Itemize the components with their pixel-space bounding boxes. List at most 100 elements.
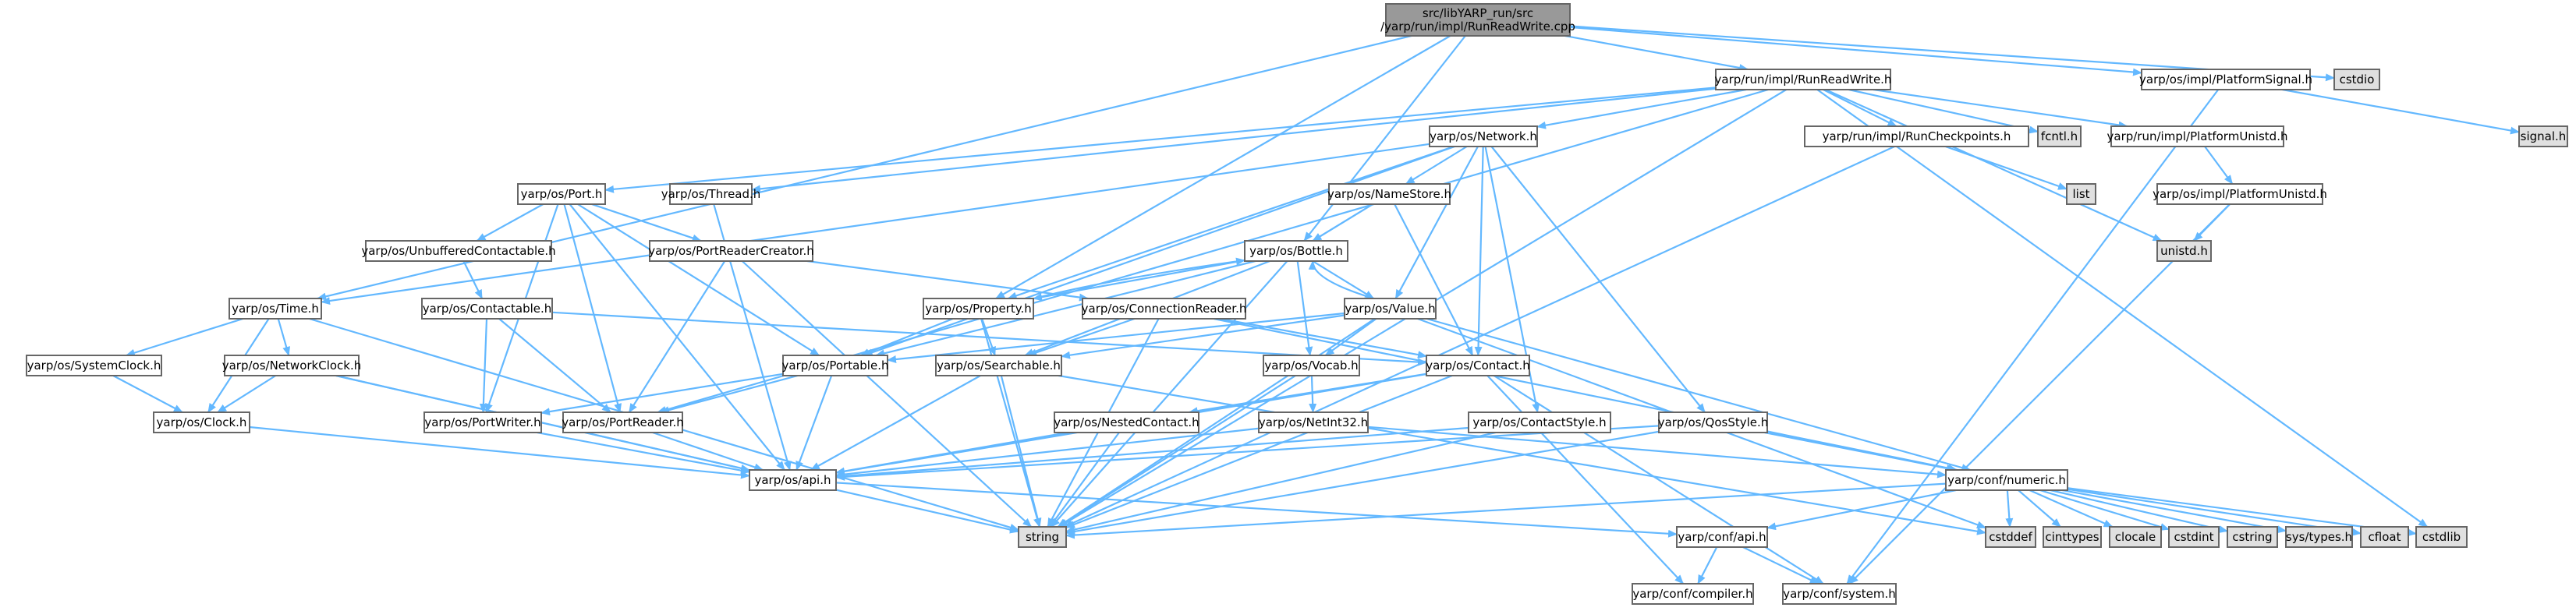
node-runcheckpoints_h[interactable]: yarp/run/impl/RunCheckpoints.h — [1804, 125, 2029, 147]
node-clocale: clocale — [2109, 526, 2162, 548]
edge-numeric_h-to-systypes_h — [2062, 489, 2287, 534]
node-nestedcontact_h[interactable]: yarp/os/NestedContact.h — [1054, 411, 1199, 433]
node-contact_h[interactable]: yarp/os/Contact.h — [1426, 355, 1530, 376]
edge-contact_h-to-system_h — [1493, 375, 1824, 585]
node-label-root: src/libYARP_run/src — [1423, 6, 1533, 21]
node-namestore_h[interactable]: yarp/os/NameStore.h — [1327, 183, 1451, 205]
edge-root-to-runreadwrite_h — [1564, 34, 1749, 72]
node-vocab_h[interactable]: yarp/os/Vocab.h — [1263, 355, 1360, 376]
node-cstddef: cstddef — [1985, 526, 2036, 548]
node-connectionreader_h[interactable]: yarp/os/ConnectionReader.h — [1082, 298, 1247, 320]
node-box-clocale — [2109, 526, 2162, 548]
edge-nestedcontact_h-to-string — [1049, 432, 1120, 528]
node-cstdlib: cstdlib — [2415, 526, 2468, 548]
node-label-clock_h: yarp/os/Clock.h — [157, 415, 247, 429]
node-label-portable_h: yarp/os/Portable.h — [782, 358, 889, 373]
edge-portwriter_h-to-api_h — [537, 431, 750, 475]
node-searchable_h[interactable]: yarp/os/Searchable.h — [935, 355, 1062, 376]
node-contactstyle_h[interactable]: yarp/os/ContactStyle.h — [1468, 411, 1611, 433]
node-box-nestedcontact_h — [1054, 411, 1199, 433]
node-box-contactstyle_h — [1468, 411, 1611, 433]
node-label-systemclock_h: yarp/os/SystemClock.h — [27, 358, 161, 373]
edge-portable_h-to-portreader_h — [660, 374, 798, 414]
node-box-systypes_h — [2285, 526, 2353, 548]
edge-portreader_h-to-api_h — [652, 431, 764, 471]
node-portable_h[interactable]: yarp/os/Portable.h — [782, 355, 889, 376]
edge-value_h-to-numeric_h — [1426, 317, 1972, 471]
node-box-bottle_h — [1244, 240, 1348, 262]
node-box-thread_h — [669, 183, 753, 205]
node-box-root — [1385, 3, 1571, 37]
edge-contactable_h-to-portwriter_h — [479, 318, 488, 413]
edge-port_h-to-portable_h — [577, 203, 820, 356]
node-system_h[interactable]: yarp/conf/system.h — [1782, 583, 1897, 605]
node-bottle_h[interactable]: yarp/os/Bottle.h — [1244, 240, 1348, 262]
edge-property_h-to-portable_h — [859, 317, 954, 357]
node-qosstyle_h[interactable]: yarp/os/QosStyle.h — [1658, 411, 1769, 433]
edge-network_h-to-property_h — [1007, 145, 1455, 300]
node-property_h[interactable]: yarp/os/Property.h — [923, 298, 1034, 320]
node-thread_h[interactable]: yarp/os/Thread.h — [661, 183, 761, 205]
node-runreadwrite_h[interactable]: yarp/run/impl/RunReadWrite.h — [1715, 69, 1892, 90]
node-signal_h: signal.h — [2518, 125, 2568, 147]
edge-numeric_h-to-cstddef — [2005, 489, 2014, 528]
node-box-platformunistd_os — [2156, 183, 2323, 205]
node-time_h[interactable]: yarp/os/Time.h — [229, 298, 322, 320]
node-box-vocab_h — [1263, 355, 1360, 376]
node-network_h[interactable]: yarp/os/Network.h — [1429, 125, 1538, 147]
node-box-api_h — [749, 469, 837, 491]
node-box-platformunistd_run — [2110, 125, 2284, 147]
edge-platformsignal_h-to-signal_h — [2282, 88, 2520, 135]
node-label-cstdio: cstdio — [2340, 72, 2375, 87]
edge-value_h-to-searchable_h — [1061, 314, 1345, 359]
node-netint32_h[interactable]: yarp/os/NetInt32.h — [1258, 411, 1369, 433]
node-port_h[interactable]: yarp/os/Port.h — [517, 183, 606, 205]
edge-port_h-to-portreader_h — [563, 203, 622, 413]
edge-runreadwrite_h-to-unistd_h — [1825, 88, 2163, 242]
node-root[interactable]: src/libYARP_run/src/yarp/run/impl/RunRea… — [1380, 3, 1575, 37]
node-contactable_h[interactable]: yarp/os/Contactable.h — [421, 298, 553, 320]
node-portreader_h[interactable]: yarp/os/PortReader.h — [562, 411, 684, 433]
edge-root-to-platformsignal_h — [1569, 26, 2142, 76]
node-label-cstddef: cstddef — [1989, 530, 2032, 544]
edge-property_h-to-bottle_h — [1033, 257, 1245, 300]
edge-contact_h-to-compiler_h — [1486, 375, 1685, 585]
node-label-portreadercreator_h: yarp/os/PortReaderCreator.h — [648, 244, 814, 258]
node-label-vocab_h: yarp/os/Vocab.h — [1264, 358, 1358, 373]
node-label-thread_h: yarp/os/Thread.h — [661, 187, 761, 201]
node-label-platformsignal_h: yarp/os/impl/PlatformSignal.h — [2139, 72, 2312, 87]
node-box-namestore_h — [1328, 183, 1451, 205]
edge-bottle_h-to-value_h — [1312, 260, 1375, 299]
node-platformunistd_os[interactable]: yarp/os/impl/PlatformUnistd.h — [2153, 183, 2327, 205]
node-label-platformunistd_os: yarp/os/impl/PlatformUnistd.h — [2153, 187, 2327, 201]
edge-namestore_h-to-bottle_h — [1312, 203, 1373, 242]
edge-qosstyle_h-to-string — [1065, 430, 1660, 535]
node-value_h[interactable]: yarp/os/Value.h — [1344, 298, 1437, 320]
edge-portable_h-to-portwriter_h — [540, 373, 784, 416]
node-networkclock_h[interactable]: yarp/os/NetworkClock.h — [222, 355, 362, 376]
node-compiler_h[interactable]: yarp/conf/compiler.h — [1632, 583, 1754, 605]
edge-thread_h-to-api_h — [713, 203, 792, 471]
node-box-networkclock_h — [224, 355, 360, 376]
node-platformsignal_h[interactable]: yarp/os/impl/PlatformSignal.h — [2139, 69, 2312, 90]
node-systemclock_h[interactable]: yarp/os/SystemClock.h — [26, 355, 162, 376]
node-cstdio: cstdio — [2333, 69, 2380, 90]
edge-root-to-bottle_h — [1303, 35, 1466, 242]
node-label-time_h: yarp/os/Time.h — [232, 302, 319, 316]
edge-contactable_h-to-portreader_h — [498, 318, 611, 413]
node-clock_h[interactable]: yarp/os/Clock.h — [153, 411, 250, 433]
node-conf_api_h[interactable]: yarp/conf/api.h — [1676, 526, 1768, 548]
node-platformunistd_run[interactable]: yarp/run/impl/PlatformUnistd.h — [2107, 125, 2288, 147]
node-numeric_h[interactable]: yarp/conf/numeric.h — [1945, 469, 2068, 491]
node-fcntl_h: fcntl.h — [2037, 125, 2082, 147]
node-api_h[interactable]: yarp/os/api.h — [749, 469, 837, 491]
node-label-root: /yarp/run/impl/RunReadWrite.cpp — [1380, 19, 1575, 34]
node-label-compiler_h: yarp/conf/compiler.h — [1632, 587, 1752, 601]
node-unbuffered_h[interactable]: yarp/os/UnbufferedContactable.h — [361, 240, 556, 262]
edge-bottle_h-to-vocab_h — [1296, 260, 1313, 356]
edge-clock_h-to-api_h — [249, 426, 750, 479]
node-cinttypes: cinttypes — [2043, 526, 2102, 548]
node-label-portwriter_h: yarp/os/PortWriter.h — [424, 415, 540, 429]
node-portreadercreator_h[interactable]: yarp/os/PortReaderCreator.h — [648, 240, 814, 262]
node-portwriter_h[interactable]: yarp/os/PortWriter.h — [423, 411, 542, 433]
